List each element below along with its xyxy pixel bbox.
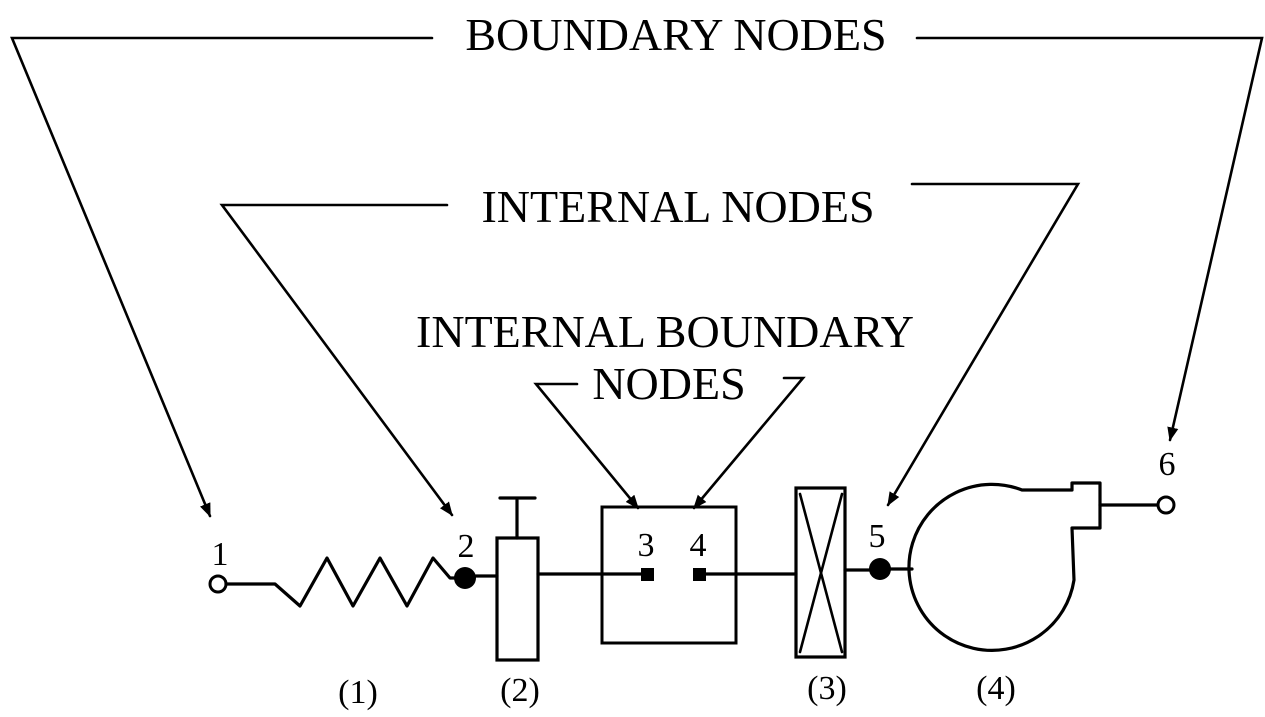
component-2-label: (2) bbox=[500, 672, 540, 709]
internal-boundary-node-4 bbox=[693, 568, 706, 581]
node-6-label: 6 bbox=[1159, 446, 1176, 483]
node-4-label: 4 bbox=[690, 527, 707, 564]
boundary-node-1 bbox=[208, 574, 228, 594]
internal-node-2 bbox=[454, 567, 476, 589]
internal-boundary-nodes-label-line2: NODES bbox=[592, 358, 745, 409]
internal-nodes-leader bbox=[219, 182, 1081, 517]
component-1-label: (1) bbox=[338, 674, 378, 711]
node-1-label: 1 bbox=[212, 536, 229, 573]
component-3-label: (3) bbox=[807, 670, 847, 707]
boundary-nodes-leader bbox=[10, 36, 1264, 518]
filter-body bbox=[794, 486, 847, 659]
node-5-label: 5 bbox=[869, 518, 886, 555]
internal-boundary-nodes-label-line1: INTERNAL BOUNDARY bbox=[416, 306, 914, 357]
node-3-label: 3 bbox=[638, 527, 655, 564]
internal-node-5 bbox=[869, 558, 891, 580]
boundary-node-6 bbox=[1156, 495, 1176, 515]
internal-nodes-label: INTERNAL NODES bbox=[481, 181, 874, 232]
node-2-label: 2 bbox=[458, 528, 475, 565]
internal-boundary-node-3 bbox=[641, 568, 654, 581]
internal-boundary-nodes-leader bbox=[533, 376, 806, 510]
fan-housing bbox=[907, 481, 1102, 652]
resistance-zigzag bbox=[224, 556, 460, 608]
boundary-nodes-label: BOUNDARY NODES bbox=[465, 9, 886, 60]
valve-body bbox=[495, 536, 540, 662]
component-4-label: (4) bbox=[976, 670, 1016, 707]
